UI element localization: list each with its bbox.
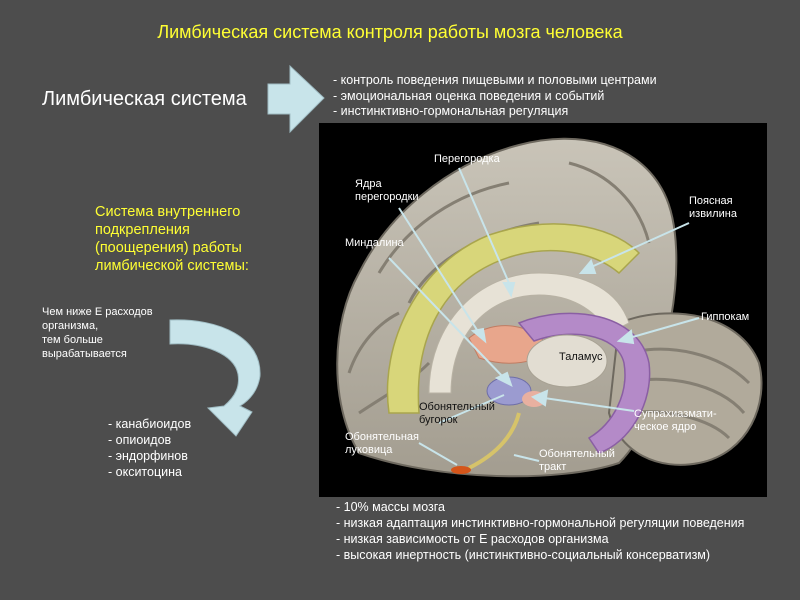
label-cingulate: Поясная извилина [689, 195, 737, 221]
label-line: Поясная [689, 195, 733, 207]
reinforcement-heading: Система внутреннего подкрепления (поощер… [95, 203, 249, 275]
label-line: тракт [539, 461, 567, 473]
label-line: Супрахиазмати- [634, 408, 717, 420]
label-amygdala: Миндалина [345, 237, 404, 249]
slide-title: Лимбическая система контроля работы мозг… [157, 22, 623, 42]
energy-note-line: вырабатывается [42, 348, 127, 360]
label-olf-tract: Обонятельный тракт [539, 448, 615, 474]
pointer-arrows [388, 167, 700, 466]
label-line: перегородки [355, 191, 419, 203]
right-arrow-icon [267, 64, 325, 134]
label-line: Ядра [355, 178, 382, 190]
cingulate-shape [386, 223, 641, 414]
substance-item: - окситоцина [108, 465, 182, 479]
olf-tract-shape [468, 412, 521, 470]
substances-list: - канабиоидов - опиоидов - эндорфинов - … [108, 416, 191, 480]
label-line: Обонятельный [539, 448, 615, 460]
substance-item: - канабиоидов [108, 417, 192, 431]
energy-note-line: тем больше [42, 334, 103, 346]
curved-arrow-icon [169, 319, 261, 437]
substance-item: - опиоидов [108, 433, 172, 447]
facts-list: - 10% массы мозга - низкая адаптация инс… [336, 499, 744, 563]
label-septum: Перегородка [434, 153, 500, 165]
label-line: ческое ядро [634, 421, 697, 433]
fact-item: - 10% массы мозга [336, 500, 446, 514]
brain-drawing [336, 137, 763, 478]
label-hippocampus: Гиппокам [701, 311, 750, 323]
label-olf-bulb: Обонятельная луковица [345, 431, 419, 457]
reinforcement-line: Система внутреннего [95, 204, 241, 220]
functions-list: - контроль поведения пищевыми и половыми… [333, 73, 657, 120]
substance-item: - эндорфинов [108, 449, 188, 463]
corpus-callosum-shape [428, 272, 630, 394]
olf-bulb-shape [451, 466, 471, 474]
label-line: бугорок [419, 414, 458, 426]
hippocampus-shape [517, 312, 651, 454]
energy-note-line: Чем ниже Е расходов [42, 306, 153, 318]
label-thalamus: Таламус [559, 351, 603, 363]
reinforcement-line: подкрепления [95, 222, 190, 238]
function-item: - контроль поведения пищевыми и половыми… [333, 73, 657, 87]
brain-illustration: Перегородка Ядра перегородки Поясная изв… [319, 123, 767, 497]
label-line: луковица [345, 444, 393, 456]
energy-note: Чем ниже Е расходов организма, тем больш… [42, 305, 153, 361]
reinforcement-line: (поощерения) работы [95, 240, 242, 256]
label-line: извилина [689, 208, 737, 220]
function-item: - инстинктивно-гормональная регуляция [333, 104, 569, 118]
label-septal-nuclei: Ядра перегородки [355, 178, 419, 204]
label-olf-tubercle: Обонятельный бугорок [419, 401, 495, 427]
label-line: Обонятельный [419, 401, 495, 413]
function-item: - эмоциональная оценка поведения и событ… [333, 88, 605, 103]
label-line: Обонятельная [345, 431, 419, 443]
thalamus-shape [526, 334, 608, 388]
label-suprachiasmatic: Супрахиазмати- ческое ядро [634, 408, 717, 434]
fact-item: - низкая зависимость от Е расходов орган… [336, 532, 609, 546]
reinforcement-line: лимбической системы: [95, 258, 249, 274]
energy-note-line: организма, [42, 320, 99, 332]
fact-item: - высокая инертность (инстинктивно-социа… [336, 548, 711, 562]
limbic-system-label: Лимбическая система [42, 88, 247, 110]
fact-item: - низкая адаптация инстинктивно-гормонал… [336, 516, 745, 530]
